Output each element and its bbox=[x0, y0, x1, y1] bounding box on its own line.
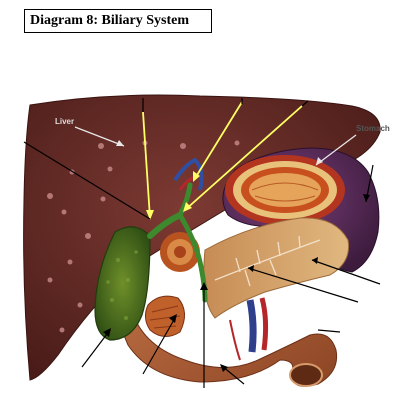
black-arrowheads bbox=[103, 194, 370, 372]
stomach-label: Stomach bbox=[356, 124, 390, 133]
label-pointer-lines bbox=[74, 126, 357, 166]
label-arrowheads bbox=[116, 140, 323, 165]
duodenum bbox=[116, 239, 338, 387]
stomach-cross-section bbox=[225, 155, 345, 225]
black-pointer-lines bbox=[23, 98, 381, 388]
duodenum-lumen bbox=[289, 363, 323, 387]
pancreas bbox=[203, 217, 350, 319]
liver-label: Liver bbox=[55, 117, 74, 126]
duodenal-papilla bbox=[160, 232, 200, 272]
yellow-arrowheads bbox=[146, 171, 200, 220]
duodenal-flap bbox=[144, 295, 185, 337]
gallbladder-texture bbox=[106, 250, 138, 320]
pancreatic-duct bbox=[214, 235, 321, 287]
liver-surface-spots bbox=[47, 140, 240, 333]
diagram-title: Diagram 8: Biliary System bbox=[24, 9, 212, 33]
yellow-pointer-lines bbox=[142, 101, 303, 219]
